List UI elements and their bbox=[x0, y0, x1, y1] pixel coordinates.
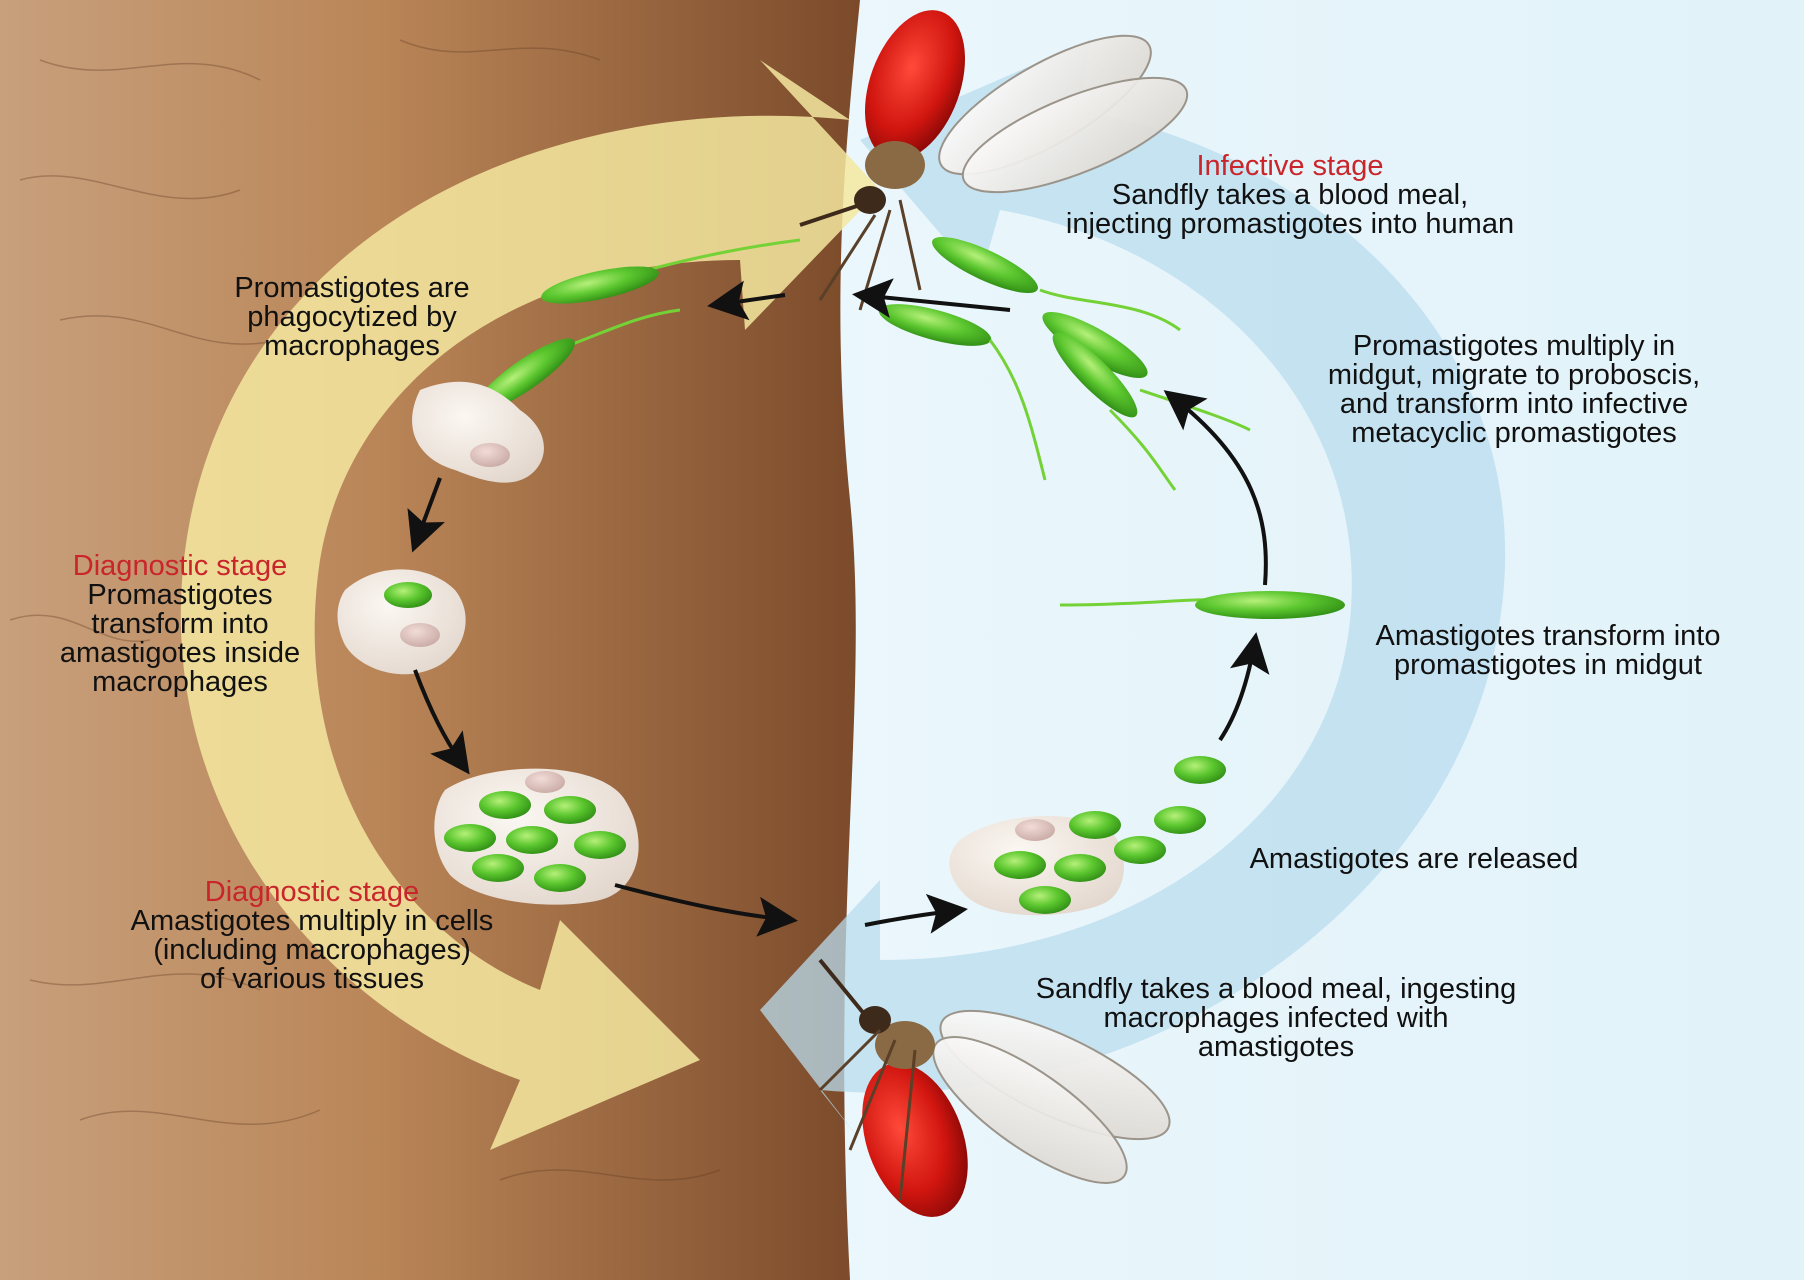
label-phagocytized: Promastigotes are phagocytized by macrop… bbox=[234, 274, 469, 361]
diagnostic-stage-2-title: Diagnostic stage bbox=[131, 878, 494, 907]
ingesting-line-3: amastigotes bbox=[1036, 1033, 1516, 1062]
infective-stage-line-2: injecting promastigotes into human bbox=[1066, 210, 1514, 239]
diagnostic-stage-1-line-1: Promastigotes bbox=[60, 581, 300, 610]
transform-midgut-line-2: promastigotes in midgut bbox=[1376, 651, 1721, 680]
label-diagnostic-stage-2: Diagnostic stage Amastigotes multiply in… bbox=[131, 878, 494, 994]
infective-stage-line-1: Sandfly takes a blood meal, bbox=[1066, 181, 1514, 210]
diagnostic-stage-2-line-3: of various tissues bbox=[131, 965, 494, 994]
midgut-multiply-line-2: midgut, migrate to proboscis, bbox=[1328, 361, 1700, 390]
diagnostic-stage-1-line-2: transform into bbox=[60, 610, 300, 639]
phagocytized-line-1: Promastigotes are bbox=[234, 274, 469, 303]
midgut-multiply-line-4: metacyclic promastigotes bbox=[1328, 419, 1700, 448]
released-line-1: Amastigotes are released bbox=[1250, 845, 1579, 874]
phagocytized-line-2: phagocytized by bbox=[234, 303, 469, 332]
phagocytized-line-3: macrophages bbox=[234, 332, 469, 361]
midgut-multiply-line-3: and transform into infective bbox=[1328, 390, 1700, 419]
label-sandfly-ingesting: Sandfly takes a blood meal, ingesting ma… bbox=[1036, 975, 1516, 1062]
diagnostic-stage-1-title: Diagnostic stage bbox=[60, 552, 300, 581]
infective-stage-title: Infective stage bbox=[1066, 152, 1514, 181]
diagnostic-stage-1-line-3: amastigotes inside bbox=[60, 639, 300, 668]
label-infective-stage: Infective stage Sandfly takes a blood me… bbox=[1066, 152, 1514, 239]
midgut-multiply-line-1: Promastigotes multiply in bbox=[1328, 332, 1700, 361]
label-transform-midgut: Amastigotes transform into promastigotes… bbox=[1376, 622, 1721, 680]
ingesting-line-1: Sandfly takes a blood meal, ingesting bbox=[1036, 975, 1516, 1004]
diagnostic-stage-2-line-1: Amastigotes multiply in cells bbox=[131, 907, 494, 936]
label-amastigotes-released: Amastigotes are released bbox=[1250, 845, 1579, 874]
diagnostic-stage-2-line-2: (including macrophages) bbox=[131, 936, 494, 965]
label-midgut-multiply: Promastigotes multiply in midgut, migrat… bbox=[1328, 332, 1700, 448]
transform-midgut-line-1: Amastigotes transform into bbox=[1376, 622, 1721, 651]
diagnostic-stage-1-line-4: macrophages bbox=[60, 668, 300, 697]
ingesting-line-2: macrophages infected with bbox=[1036, 1004, 1516, 1033]
label-diagnostic-stage-1: Diagnostic stage Promastigotes transform… bbox=[60, 552, 300, 697]
